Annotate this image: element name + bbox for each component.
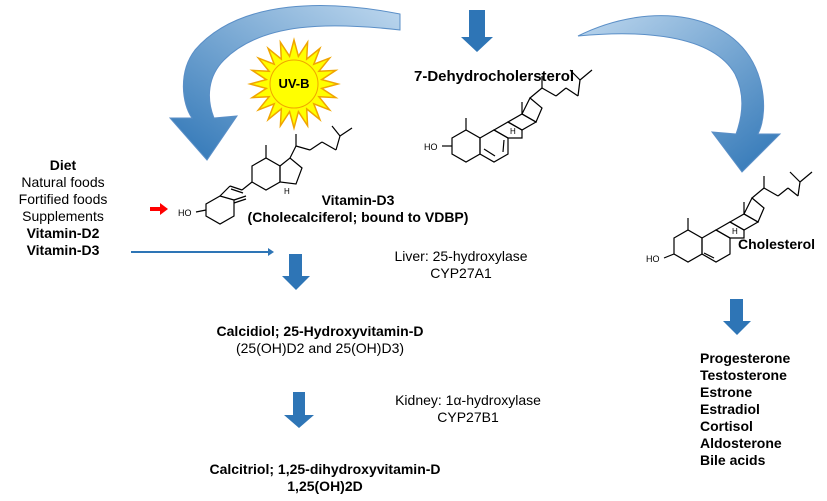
down-arrow-steroids (723, 299, 751, 335)
vitamin-d3-block: Vitamin-D3 (Cholecalciferol; bound to VD… (234, 192, 482, 226)
liver-block: Liver: 25-hydroxylase CYP27A1 (376, 248, 546, 282)
diet-item: Natural foods (21, 174, 105, 190)
sun-icon (247, 37, 341, 131)
sun-label: UV-B (278, 76, 310, 91)
curved-arrow-left (168, 5, 401, 161)
kidney-enzyme: CYP27B1 (437, 409, 499, 425)
down-arrow-top (461, 10, 493, 52)
steroid-item: Progesterone (700, 350, 791, 366)
vitamin-d3-desc: (Cholecalciferol; bound to VDBP) (247, 209, 469, 225)
down-arrow-kidney (284, 392, 314, 428)
steroid-item: Aldosterone (700, 435, 782, 451)
calcitriol-name: Calcitriol; 1,25-dihydroxyvitamin-D (209, 461, 441, 477)
hydroxyl-label-cholesterol: HO (646, 254, 660, 264)
diet-title: Diet (49, 157, 77, 173)
liver-enzyme: CYP27A1 (430, 265, 492, 281)
cholesterol-structure (663, 171, 813, 263)
calcitriol-block: Calcitriol; 1,25-dihydroxyvitamin-D 1,25… (190, 461, 460, 495)
diet-block: Diet Natural foods Fortified foods Suppl… (0, 157, 126, 259)
calcidiol-block: Calcidiol; 25-Hydroxyvitamin-D (25(OH)D2… (200, 323, 440, 357)
vitamin-d3-structure (195, 125, 353, 225)
steroid-list: Progesterone Testosterone Estrone Estrad… (700, 350, 790, 469)
calcitriol-formula: 1,25(OH)2D (287, 478, 363, 494)
steroid-item: Cortisol (700, 418, 753, 434)
hydroxyl-label-d3: HO (178, 208, 192, 218)
liver-label: Liver: 25-hydroxylase (394, 248, 528, 264)
curved-arrow-right (577, 15, 782, 173)
hydroxyl-label-dehydro: HO (424, 142, 438, 152)
kidney-label: Kidney: 1α-hydroxylase (395, 392, 541, 408)
calcidiol-forms: (25(OH)D2 and 25(OH)D3) (235, 340, 405, 356)
hydrogen-label-d3: H (284, 187, 290, 196)
steroid-item: Estradiol (700, 401, 760, 417)
steroid-item: Testosterone (700, 367, 787, 383)
hydrogen-label-dehydro: H (510, 127, 516, 136)
diet-item: Fortified foods (18, 191, 108, 207)
hydrogen-label-cholesterol: H (732, 227, 738, 236)
red-pointer-arrow (150, 203, 168, 215)
diet-item: Supplements (22, 208, 104, 224)
diet-item-bold: Vitamin-D2 (26, 225, 100, 241)
down-arrow-liver (282, 254, 310, 290)
steroid-item: Estrone (700, 384, 753, 400)
cholesterol-label: Cholesterol (738, 236, 816, 252)
kidney-block: Kidney: 1α-hydroxylase CYP27B1 (378, 392, 558, 426)
steroid-item: Bile acids (700, 452, 766, 468)
dehydrocholesterol-structure (442, 69, 593, 163)
calcidiol-name: Calcidiol; 25-Hydroxyvitamin-D (216, 323, 424, 339)
precursor-label: 7-Dehydrocholersterol (414, 68, 575, 85)
vitamin-d3-name: Vitamin-D3 (321, 192, 395, 208)
diet-item-bold: Vitamin-D3 (26, 242, 100, 258)
